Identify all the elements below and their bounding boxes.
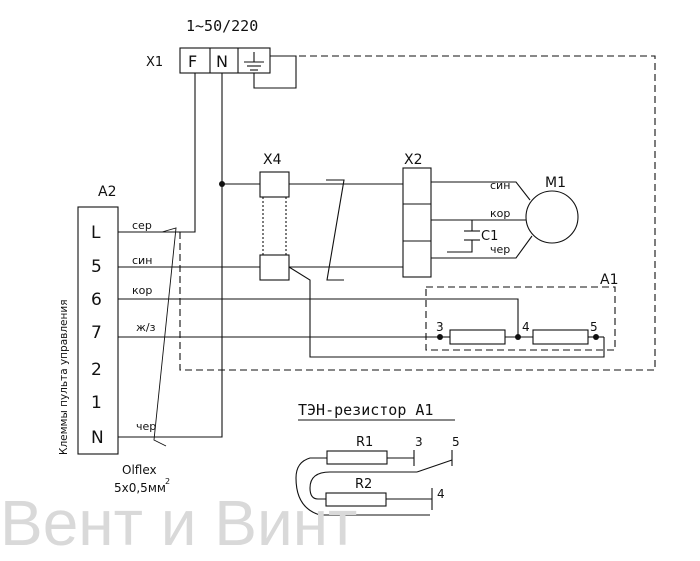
a2-terminal-l: L	[91, 223, 101, 243]
supply-label: 1~50/220	[186, 17, 258, 35]
x4-terminal-top	[259, 171, 290, 198]
a2-terminal-n: N	[91, 428, 104, 448]
cable-spec-sup: 2	[165, 477, 170, 486]
m1-label: M1	[545, 175, 566, 191]
wire-n-to-a2	[118, 184, 223, 438]
a1-resistor-1	[449, 329, 506, 345]
a2-wire-blue: син	[132, 254, 152, 267]
a2-terminal-6: 6	[91, 290, 102, 310]
m1-wire-blue: син	[490, 179, 510, 192]
a2-terminal-2: 2	[91, 360, 102, 380]
a1-border	[425, 286, 616, 351]
inset-pin-3-label: 3	[415, 435, 423, 449]
junction-dot	[219, 181, 225, 187]
x2-block	[402, 167, 432, 278]
a2-wire-grey: сер	[132, 219, 152, 232]
a2-terminal-5: 5	[91, 257, 102, 277]
x2-label: X2	[404, 152, 423, 168]
m1-wire-brown: кор	[490, 207, 510, 220]
x1-block	[179, 47, 271, 74]
inset-pin-5-label: 5	[452, 435, 460, 449]
inset-loop-inner	[309, 471, 417, 500]
a2-wire-brown: кор	[132, 284, 152, 297]
wire-motor-black	[431, 235, 533, 259]
a1-pin-3-label: 3	[436, 320, 444, 334]
a2-terminal-1: 1	[91, 393, 102, 413]
a2-block	[77, 206, 119, 455]
a2-wire-black: чер	[136, 420, 156, 433]
inset-r1-label: R1	[356, 435, 373, 450]
x1-terminal-n: N	[216, 52, 228, 71]
inset-resistor-r1	[326, 450, 388, 465]
inset-pin-4-label: 4	[437, 487, 445, 501]
a1-pin-4-label: 4	[522, 320, 530, 334]
motor-m1	[525, 190, 579, 244]
wire-n-to-x4	[221, 73, 260, 185]
a2-side-label: Клеммы пульта управления	[58, 299, 70, 455]
ground-icon	[244, 52, 264, 71]
a1-pin-5-label: 5	[590, 320, 598, 334]
ground-wire	[253, 55, 297, 89]
a2-wire-yellow-green: ж/з	[136, 321, 156, 334]
inset-r2-label: R2	[355, 477, 372, 492]
wire-x4-to-a1	[288, 266, 605, 358]
enclosure-border	[179, 55, 656, 371]
cable-sheath	[153, 227, 177, 447]
c1-label: C1	[481, 229, 498, 244]
wire-motor-blue	[431, 181, 531, 201]
wire-c1	[447, 219, 473, 253]
x1-terminal-f: F	[188, 52, 197, 71]
wire-f	[162, 73, 196, 233]
a2-label: A2	[98, 184, 116, 200]
x1-label: X1	[146, 55, 163, 70]
x4-label: X4	[263, 152, 282, 168]
inset-loop-outer	[295, 457, 430, 516]
a1-resistor-2	[532, 329, 589, 345]
inset-wire-pin5	[416, 459, 453, 473]
a1-pin-5	[593, 334, 599, 340]
wire-6	[118, 298, 519, 337]
m1-wire-black: чер	[490, 243, 510, 256]
a2-terminal-7: 7	[91, 323, 102, 343]
x4-terminal-bottom	[259, 254, 290, 281]
cable-name: Olflex	[122, 463, 157, 477]
cable-spec: 5х0,5мм	[114, 481, 166, 495]
a1-label: A1	[600, 272, 618, 288]
watermark: Вент и Винт	[0, 487, 357, 559]
inset-title: ТЭН-резистор А1	[298, 401, 433, 419]
cable-break-mark	[326, 179, 345, 281]
